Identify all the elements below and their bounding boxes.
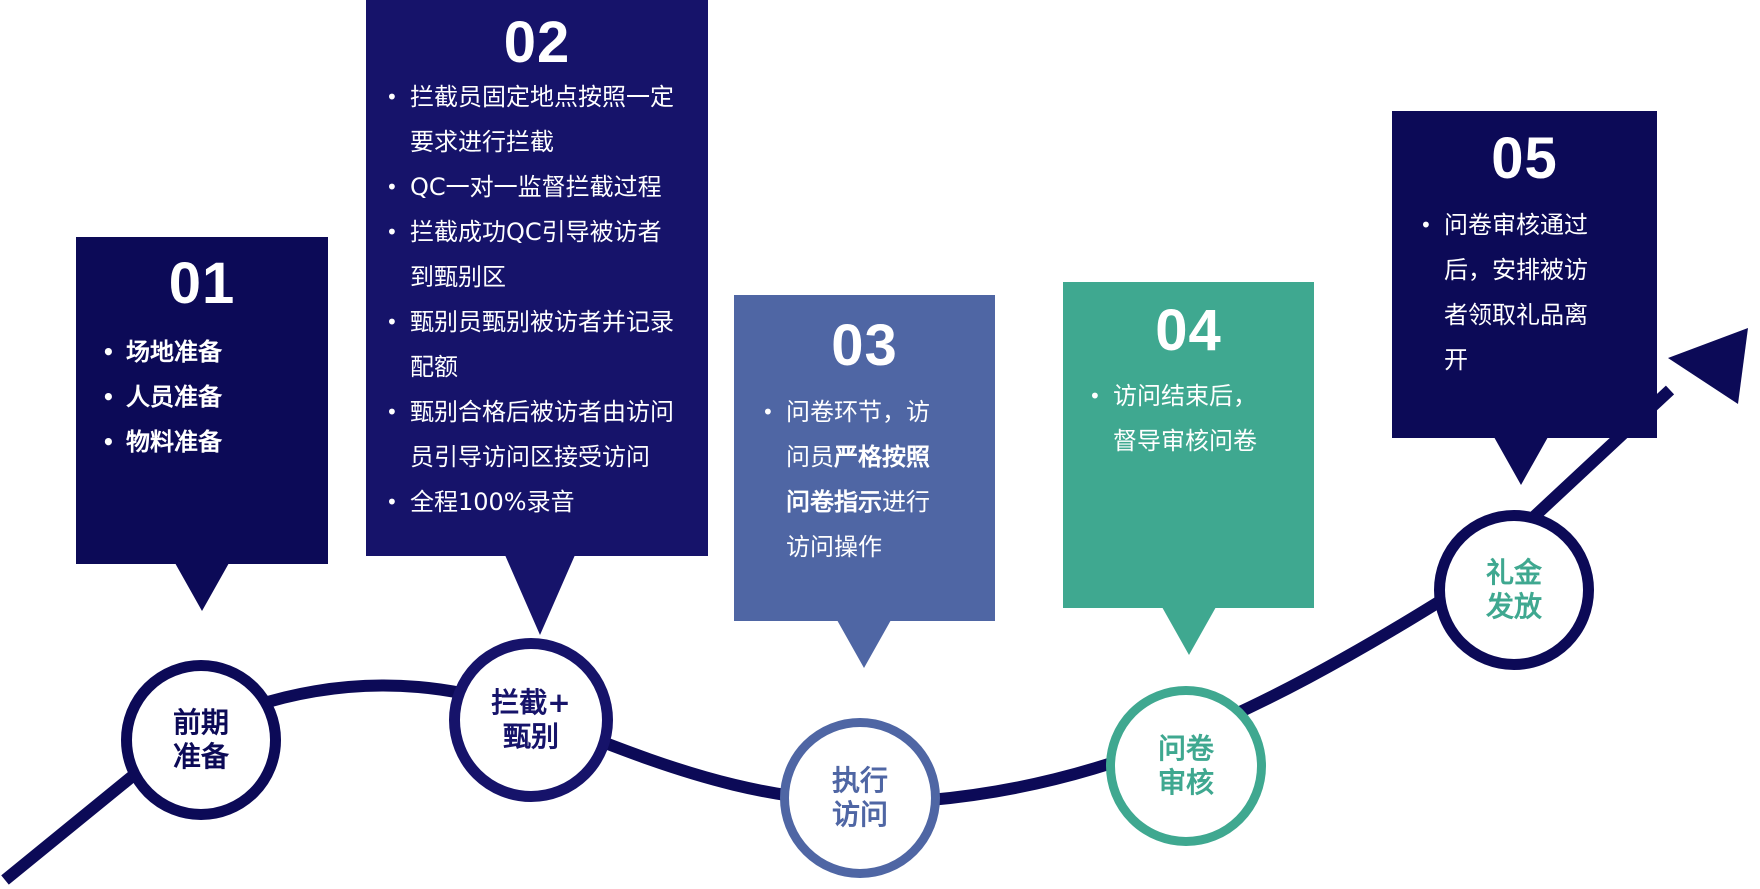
list-item: 全程100%录音 [374,480,708,525]
step-03-node: 执行访问 [780,718,940,878]
step-05-pointer [1494,437,1548,485]
step-04-card: 04 访问结束后，督导审核问卷 [1063,282,1314,608]
list-item: 访问结束后，督导审核问卷 [1077,374,1314,464]
step-02-pointer [505,555,575,635]
step-03-card: 03 问卷环节，访 问员严格按照 问卷指示进行 访问操作 [734,295,995,621]
step-01-pointer [175,563,229,611]
step-01-card: 01 场地准备 人员准备 物料准备 [76,237,328,564]
list-item: 问卷环节，访 问员严格按照 问卷指示进行 访问操作 [750,390,995,570]
list-item: 物料准备 [90,420,328,465]
step-01-node: 前期准备 [121,660,281,820]
list-item: 场地准备 [90,330,328,375]
step-05-node: 礼金发放 [1434,510,1594,670]
step-04-number: 04 [1155,298,1222,363]
list-item: 人员准备 [90,375,328,420]
list-item: QC一对一监督拦截过程 [374,165,708,210]
step-03-list: 问卷环节，访 问员严格按照 问卷指示进行 访问操作 [734,390,995,570]
step-05-number: 05 [1491,126,1558,191]
step-04-node: 问卷审核 [1106,686,1266,846]
step-01-list: 场地准备 人员准备 物料准备 [76,330,328,465]
curve-arrowhead [1668,328,1748,404]
step-02-node: 拦截+甄别 [449,638,613,802]
step-03-pointer [837,620,891,668]
step-04-list: 访问结束后，督导审核问卷 [1063,374,1314,464]
step-04-pointer [1162,607,1216,655]
step-02-number: 02 [503,10,571,75]
step-03-number: 03 [831,313,898,378]
step-01-number: 01 [168,251,236,316]
